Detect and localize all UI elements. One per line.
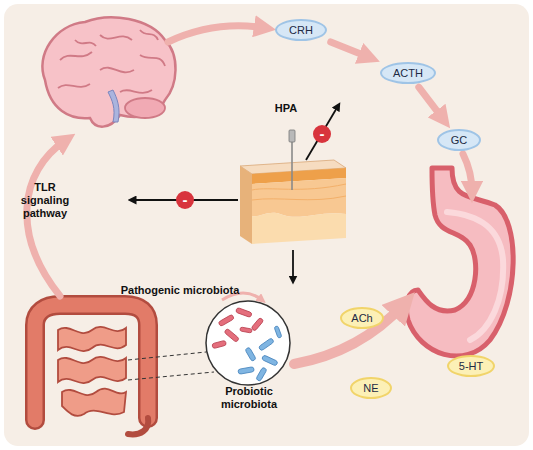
zoom-circle-part — [206, 301, 290, 385]
flow-arrow — [331, 42, 370, 58]
node-text: GC — [451, 134, 468, 146]
inhibition-sign: - — [313, 125, 331, 143]
skin-block-part — [289, 130, 295, 142]
inhibition-sign: - — [176, 191, 194, 209]
zoom-circle-part-part — [245, 347, 256, 362]
zoom-circle-part-part — [238, 367, 255, 375]
brain-illustration-part — [58, 30, 165, 93]
zoom-circle-part-part — [218, 314, 234, 326]
zoom-circle-part-part — [261, 355, 278, 366]
background-panel — [4, 4, 529, 446]
brain-illustration-part — [125, 98, 165, 118]
zoom-circle-part-part — [251, 317, 264, 331]
zoom-circle-part-part — [224, 328, 239, 342]
pathway-label: HPA — [266, 102, 306, 115]
brain-illustration-part — [108, 90, 119, 122]
microbiota-label: Pathogenic microbiota — [110, 284, 250, 297]
black-arrows-part — [306, 106, 338, 160]
skin-block-part — [252, 213, 346, 244]
brain-illustration — [42, 17, 175, 126]
hormone-ellipse: ACTH — [380, 62, 436, 84]
intestine-illustration-part — [35, 305, 148, 420]
skin-block — [240, 130, 346, 244]
neurotransmitter-ellipse: ACh — [340, 307, 384, 329]
microbiota-label: Probiotic microbiota — [212, 385, 286, 411]
skin-block-part — [252, 184, 346, 200]
pink-flow-arrows — [27, 26, 472, 364]
neurotransmitter-ellipse: 5-HT — [447, 355, 495, 377]
zoom-circle-part-part — [240, 327, 253, 333]
stomach-illustration-part — [406, 168, 513, 356]
zoom-circle-part-part — [274, 326, 282, 339]
neurotransmitter-ellipse: NE — [350, 377, 392, 399]
node-text: ACTH — [393, 67, 423, 79]
pink-flow-arrows-part — [168, 26, 265, 42]
zoom-circle-part — [212, 307, 264, 348]
zoom-circle-part-part — [258, 338, 274, 351]
stomach-illustration — [406, 168, 513, 356]
skin-block-part — [291, 138, 293, 190]
intestine-illustration — [35, 305, 148, 434]
intestine-illustration-part — [128, 418, 148, 434]
black-arrows-part — [292, 250, 294, 280]
zoom-circle — [128, 293, 290, 385]
stomach-illustration-part — [447, 212, 503, 340]
black-arrows — [132, 106, 338, 280]
node-text: ACh — [351, 312, 372, 324]
skin-block-part — [252, 178, 346, 217]
zoom-circle-part — [238, 326, 282, 382]
node-text: 5-HT — [459, 360, 483, 372]
flow-arrow — [419, 87, 444, 119]
pink-flow-arrows-part — [294, 304, 404, 364]
zoom-circle-part-part — [256, 367, 267, 382]
zoom-circle-part — [128, 352, 214, 380]
node-text: CRH — [289, 24, 313, 36]
pink-flow-arrows-part — [463, 154, 472, 192]
brain-illustration-part — [42, 17, 175, 126]
intestine-illustration-part — [58, 327, 126, 416]
node-text: NE — [363, 382, 378, 394]
zoom-circle-part-part — [235, 307, 252, 317]
hormone-ellipse: GC — [437, 129, 481, 151]
hormone-ellipse: CRH — [275, 19, 327, 41]
pathway-label: TLR signaling pathway — [14, 181, 76, 220]
skin-block-part — [240, 166, 252, 244]
zoom-circle-part-part — [212, 340, 227, 348]
intestine-illustration-part — [35, 305, 148, 420]
